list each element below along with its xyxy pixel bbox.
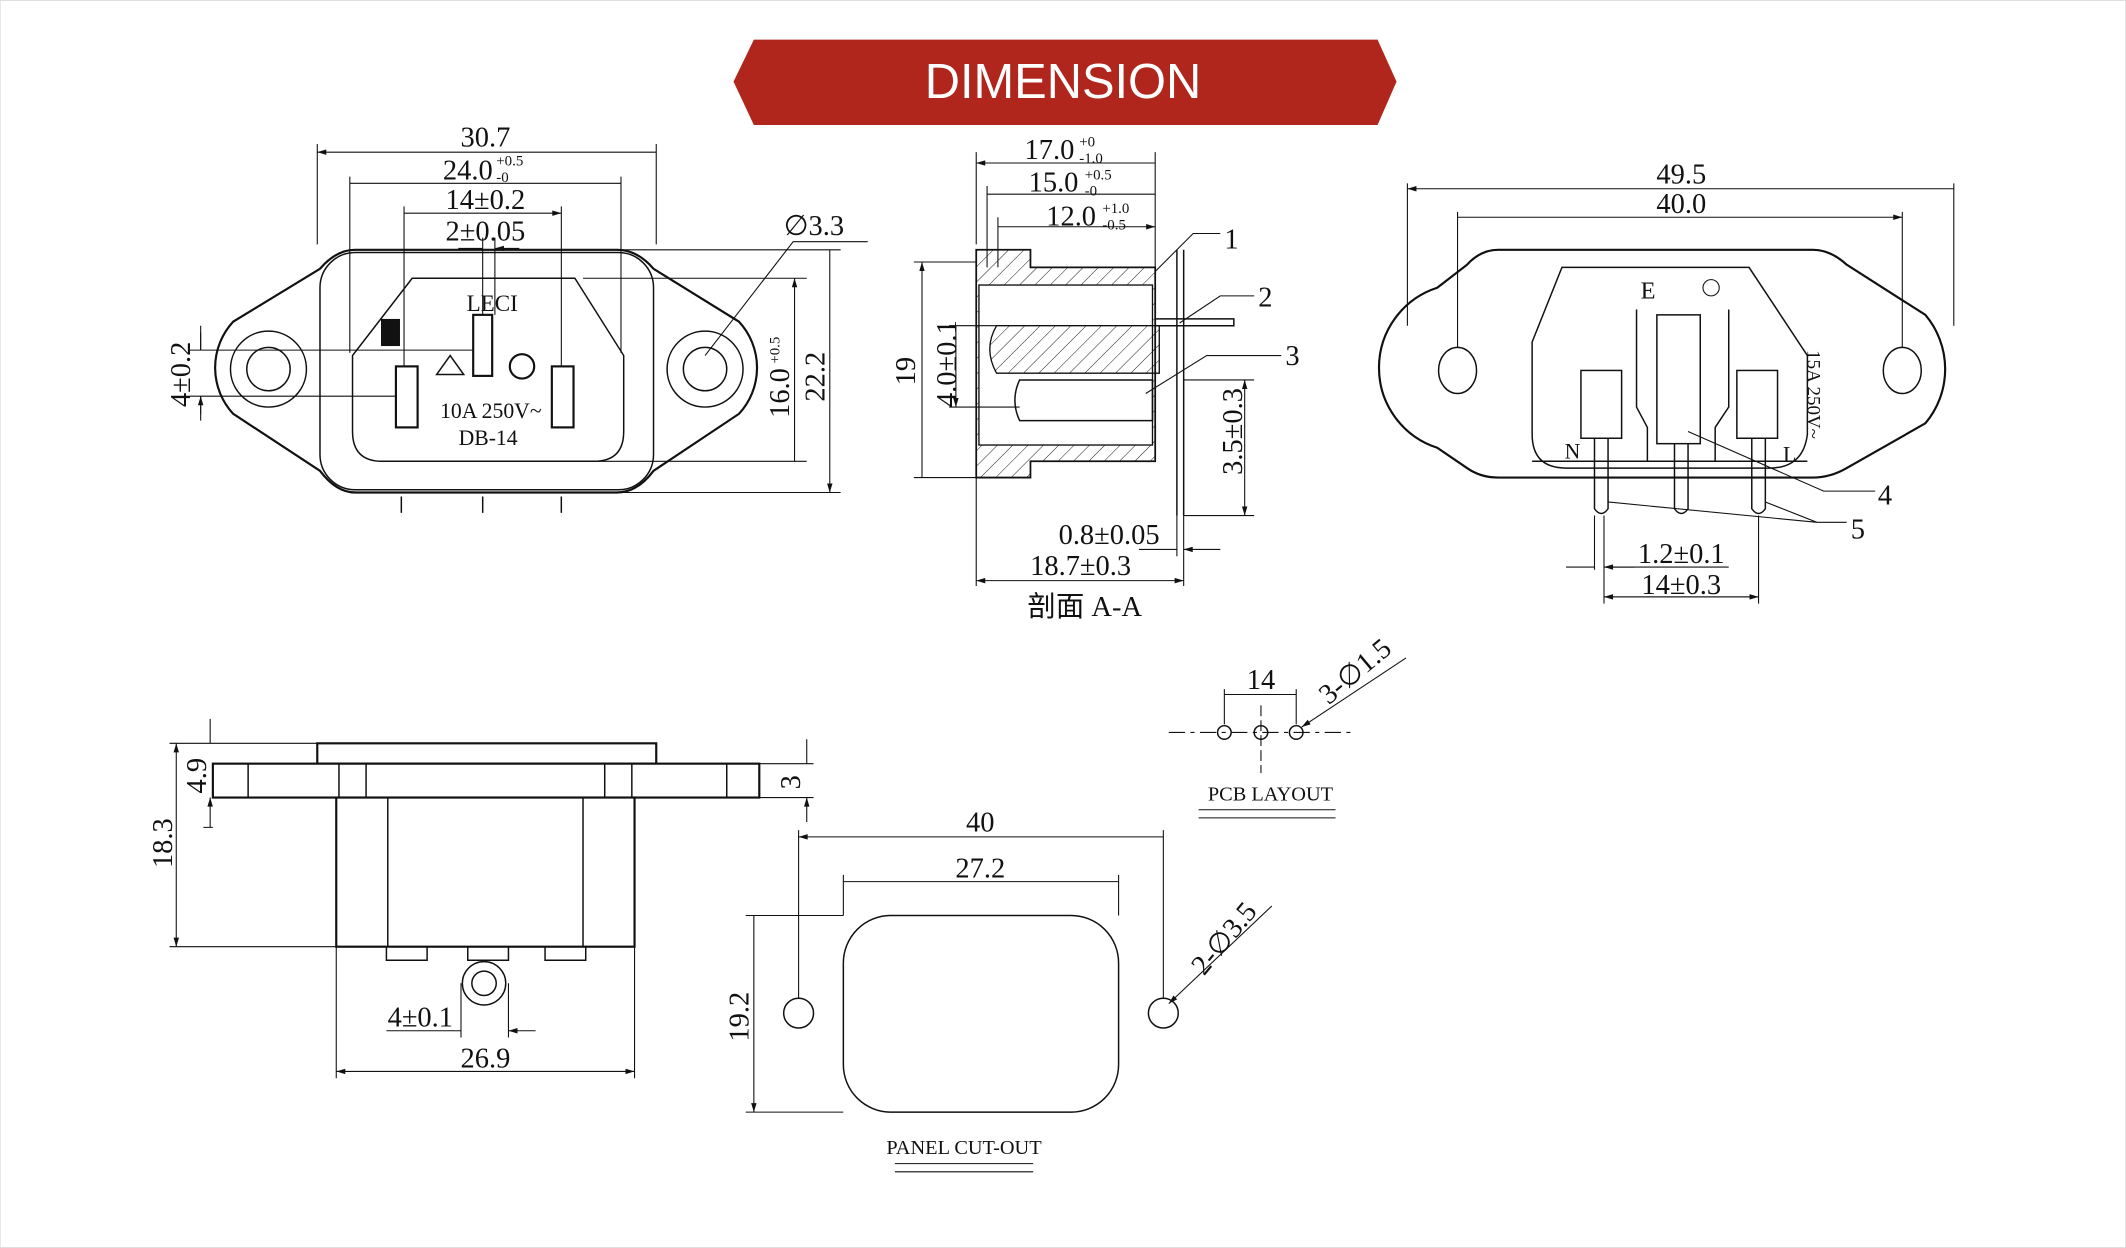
callout-1: 1 xyxy=(1224,224,1238,255)
dim-49-5: 49.5 xyxy=(1656,159,1706,190)
dim-17-0: 17.0 xyxy=(1025,135,1075,166)
dim-12-0: 12.0 xyxy=(1046,201,1096,232)
pcb-caption: PCB LAYOUT xyxy=(1208,783,1334,805)
model-label: DB-14 xyxy=(459,426,518,450)
pcb-pitch: 14 xyxy=(1247,665,1275,696)
dim-26-9: 26.9 xyxy=(460,1043,510,1074)
dim-pin-width: 2±0.05 xyxy=(446,216,526,247)
callout-3: 3 xyxy=(1285,341,1299,372)
tol-dn: -1.0 xyxy=(1079,151,1103,167)
rear-view: 49.5 40.0 E N L 15A 250V~ 1.2±0.1 14±0.3… xyxy=(1377,159,1955,604)
live-label: L xyxy=(1783,442,1796,466)
callout-5: 5 xyxy=(1851,515,1865,546)
dim-1-2: 1.2±0.1 xyxy=(1638,539,1725,570)
title-banner: DIMENSION xyxy=(733,39,1397,126)
panel-dim-40: 40 xyxy=(966,807,994,838)
dim-pin-pitch: 14±0.2 xyxy=(446,185,526,216)
dim-16-0: 16.0 xyxy=(765,368,796,418)
side-view: 4.9 18.3 3 4±0.1 26.9 xyxy=(148,718,813,1079)
panel-dim-19-2: 19.2 xyxy=(724,992,755,1042)
dim-22-2: 22.2 xyxy=(800,352,831,402)
panel-caption: PANEL CUT-OUT xyxy=(886,1137,1042,1159)
section-caption: 剖面 A-A xyxy=(1027,591,1142,623)
dim-15-0: 15.0 xyxy=(1029,167,1079,198)
dim-4-9: 4.9 xyxy=(182,758,213,794)
dim-0-8: 0.8±0.05 xyxy=(1059,520,1160,551)
rating-label: 10A 250V~ xyxy=(440,399,542,423)
dim-14-0-3: 14±0.3 xyxy=(1641,570,1721,601)
tol-dn: -0 xyxy=(1085,184,1097,200)
dim-pin-offset: 4±0.2 xyxy=(166,342,197,407)
tol-dn: -0 xyxy=(496,170,508,186)
dim-hole: ∅3.3 xyxy=(784,211,844,242)
tol-up: +0 xyxy=(1079,135,1095,151)
brand-label: LECI xyxy=(467,290,518,316)
tol-up: +0.5 xyxy=(768,337,784,364)
dim-24-0: 24.0 xyxy=(443,155,493,186)
tol-up: +1.0 xyxy=(1102,201,1129,217)
dim-40-0: 40.0 xyxy=(1656,189,1706,220)
earth-label: E xyxy=(1641,278,1656,305)
dim-4-0-1: 4±0.1 xyxy=(388,1003,453,1034)
dim-3-5: 3.5±0.3 xyxy=(1218,388,1249,475)
front-view: LECI 10A 250V~ DB-14 30.7 24.0 +0.5 -0 1… xyxy=(166,123,868,513)
dim-18-7: 18.7±0.3 xyxy=(1030,551,1131,582)
rear-rating: 15A 250V~ xyxy=(1802,350,1823,439)
dim-19: 19 xyxy=(891,357,922,385)
dim-4-0: 4.0±0.1 xyxy=(932,320,963,407)
callout-2: 2 xyxy=(1258,283,1272,314)
tol-dn: -0.5 xyxy=(1102,217,1126,233)
section-view: 17.0 +0 -1.0 15.0 +0.5 -0 12.0 +1.0 -0.5… xyxy=(891,135,1299,623)
tol-up: +0.5 xyxy=(1085,167,1112,183)
dim-18-3: 18.3 xyxy=(148,818,179,868)
dim-30-7: 30.7 xyxy=(460,123,510,154)
callout-4: 4 xyxy=(1878,481,1892,512)
banner-title: DIMENSION xyxy=(925,55,1202,109)
tol-up: +0.5 xyxy=(496,154,523,170)
panel-dim-27-2: 27.2 xyxy=(955,854,1005,885)
neutral-label: N xyxy=(1565,440,1581,464)
dim-3: 3 xyxy=(776,775,807,789)
